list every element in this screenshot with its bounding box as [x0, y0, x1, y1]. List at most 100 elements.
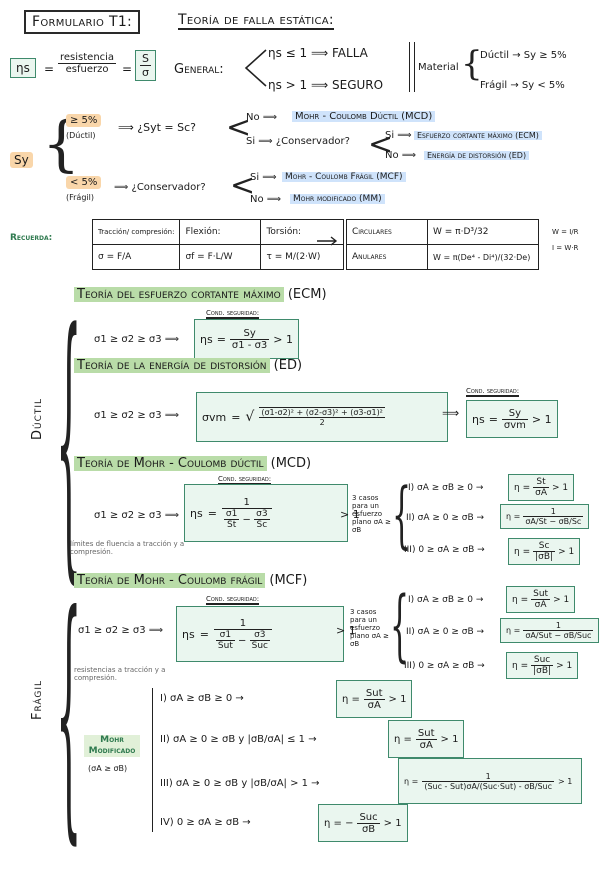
- sy-badge: Sy: [10, 152, 33, 168]
- ecm-ns: ηs: [200, 332, 213, 346]
- mcd-c3-num: Sc: [533, 541, 556, 552]
- ed-fraction: Sy σvm: [501, 408, 528, 431]
- mcf-option: Mohr - Coulomb Frágil (MCF): [282, 172, 406, 182]
- ecm-fraction: Sy σ1 - σ3: [229, 328, 270, 351]
- mcd-cases-brace: {: [392, 474, 412, 558]
- mcd-case-1: I) σA ≥ σB ≥ 0 →: [408, 483, 484, 493]
- vm-equals: =: [231, 410, 241, 424]
- double-divider: [409, 42, 415, 92]
- s-numerator: S: [140, 52, 151, 66]
- recuerda-arrow: [317, 236, 338, 246]
- ratio-fraction: resistencia esfuerzo: [58, 52, 117, 75]
- mcf-title: Teoría de Mohr - Coulomb frágil (MCF): [74, 573, 307, 588]
- mcd-tag: (MCD): [270, 456, 312, 471]
- ed-tag: (ED): [273, 358, 303, 373]
- mm-c1-num: Sut: [363, 687, 385, 700]
- circular-label: Circulares: [346, 219, 428, 245]
- sigma-denominator: σ: [142, 66, 149, 79]
- fragil-rule: Frágil → Sy < 5%: [480, 80, 565, 91]
- mm-case-1: I) σA ≥ σB ≥ 0 →: [160, 693, 244, 704]
- si-branch-2: Si ⟹: [385, 130, 412, 141]
- mcf-resistance-note: resistencias a tracción y a compresión.: [74, 666, 166, 682]
- mcd-s3: σ3: [254, 508, 270, 520]
- annular-formula: W = π(De⁴ - Di⁴)/(32·De): [427, 244, 539, 270]
- ed-safety-box: ηs = Sy σvm > 1: [466, 400, 558, 438]
- ed-equals: =: [488, 412, 498, 426]
- mm-c4-num: Suc: [357, 811, 380, 824]
- vm-numerator: (σ1-σ2)² + (σ2-σ3)² + (σ3-σ1)²: [259, 408, 385, 418]
- mcd-c3-frac: Sc|σB|: [533, 541, 556, 562]
- ecm-denominator: σ1 - σ3: [231, 339, 268, 351]
- ed-order: σ1 ≥ σ2 ≥ σ3 ⟹: [94, 410, 180, 421]
- ed-title: Teoría de la energía de distorsión (ED): [74, 358, 302, 373]
- mcd-case-3: III) 0 ≥ σA ≥ σB →: [404, 545, 485, 555]
- mm-option: Mohr modificado (MM): [290, 194, 385, 204]
- mcd-case-2: II) σA ≥ 0 ≥ σB →: [406, 513, 485, 523]
- sqrt-icon: √: [245, 409, 255, 425]
- ed-denominator: σvm: [503, 419, 526, 431]
- mcf-c3-num: Suc: [531, 655, 554, 666]
- mcd-title-text: Teoría de Mohr - Coulomb dúctil: [74, 456, 267, 471]
- mcf-c3-den: |σB|: [533, 666, 552, 676]
- mcf-case-3: III) 0 ≥ σA ≥ σB →: [404, 661, 485, 671]
- mcd-c2-a: σA/St: [525, 517, 547, 526]
- mcd-one: 1: [221, 497, 272, 509]
- mcf-c3-frac: Suc|σB|: [531, 655, 554, 676]
- mm-case-3-result: η =1(Suc - Sut)σA/(Suc·Sut) - σB/Suc> 1: [398, 758, 582, 804]
- mm-c3-den: (Suc - Sut)σA/(Suc·Sut) - σB/Suc: [424, 781, 553, 791]
- ratio-numerator: resistencia: [58, 52, 117, 64]
- mm-case-2: II) σA ≥ 0 ≥ σB y |σB/σA| ≤ 1 →: [160, 734, 317, 745]
- annular-label: Anulares: [346, 244, 428, 270]
- mcf-sut: Sut: [217, 640, 233, 651]
- mcf-equals: =: [199, 627, 209, 641]
- syt-brace: <: [226, 110, 252, 145]
- mcf-order: σ1 ≥ σ2 ≥ σ3 ⟹: [78, 625, 164, 636]
- ratio-denominator: esfuerzo: [65, 64, 109, 75]
- fragil-side-label: Frágil: [30, 679, 45, 720]
- mm-case-4: IV) 0 ≥ σA ≥ σB →: [160, 817, 251, 828]
- section-modulus-table: Circulares W = π·D³/32 Anulares W = π(De…: [346, 219, 539, 270]
- vm-symbol: σvm: [202, 410, 227, 424]
- material-brace: {: [461, 44, 483, 84]
- formulary-title: Formulario T1:: [24, 10, 141, 34]
- mcf-s1: σ1: [215, 630, 235, 641]
- mcf-case-2: II) σA ≥ 0 ≥ σB →: [406, 627, 485, 637]
- tc-header: Tracción/ compresión:: [91, 219, 181, 245]
- mm-c1-den: σA: [367, 699, 381, 711]
- mcd-sc: Sc: [256, 519, 268, 530]
- mm-label: Mohr Modificado: [84, 735, 140, 757]
- mcd-c2-b: σB/Sc: [558, 517, 582, 526]
- mcf-suc: Suc: [251, 640, 268, 651]
- mcd-gt1: > 1: [340, 508, 360, 521]
- ed-option: Energía de distorsión (ED): [424, 151, 530, 160]
- ed-numerator: Sy: [501, 408, 528, 420]
- no-branch-3: No ⟹: [250, 194, 282, 205]
- no-branch-1: No ⟹: [246, 112, 278, 123]
- fail-condition: ηs ≤ 1 ⟹ FALLA: [268, 46, 368, 60]
- mcd-case-3-result: η =Sc|σB|> 1: [508, 538, 581, 565]
- equals-sign: =: [44, 62, 55, 76]
- mm-c2-num: Sut: [415, 727, 437, 740]
- mcf-case-1: I) σA ≥ σB ≥ 0 →: [408, 595, 484, 605]
- ecm-title: Teoría del esfuerzo cortante máximo (ECM…: [74, 287, 327, 302]
- flexion-formula: σf = F·L/W: [179, 244, 262, 270]
- mcd-st: St: [227, 519, 237, 530]
- mm-condition: (σA ≥ σB): [88, 764, 128, 773]
- mcf-tag: (MCF): [269, 573, 308, 588]
- material-label: Material: [418, 62, 459, 73]
- mcf-cases-note: 3 casos para un esfuerzo plano σA ≥ σB: [350, 608, 389, 648]
- mcf-cond-label: Cond. seguridad:: [206, 595, 260, 605]
